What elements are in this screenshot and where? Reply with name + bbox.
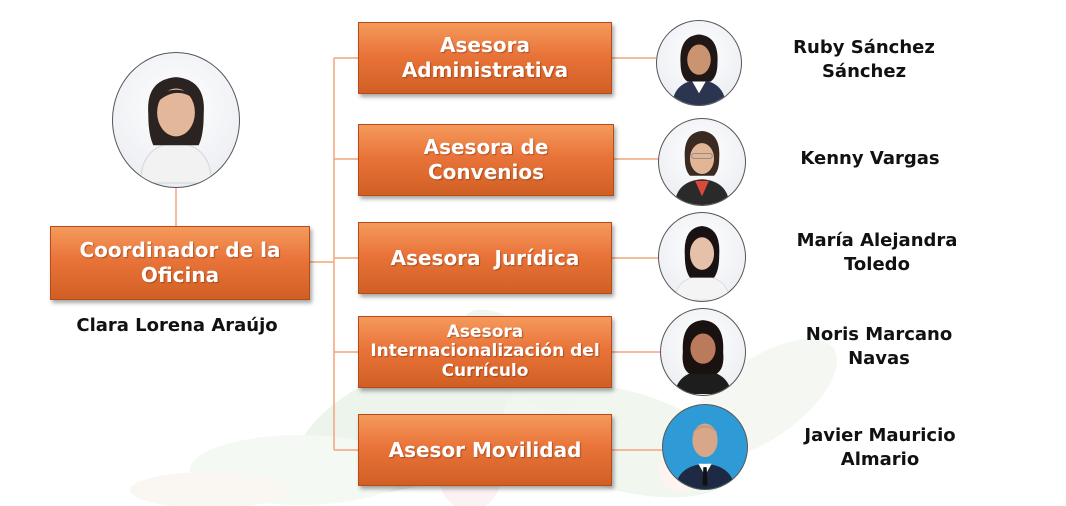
person-portrait-icon — [674, 226, 730, 301]
advisor-box-movilidad: Asesor Movilidad — [358, 414, 612, 486]
person-portrait-icon — [674, 320, 732, 394]
advisor-box-convenios: Asesora de Convenios — [358, 124, 614, 196]
advisor-photo-noris — [660, 308, 746, 396]
advisor-role: Asesora de Convenios — [423, 135, 549, 184]
advisor-name-ruby: Ruby Sánchez Sánchez — [793, 37, 935, 83]
advisor-role: Asesor Movilidad — [388, 437, 582, 462]
coordinator-photo — [112, 52, 240, 188]
advisor-photo-maria — [658, 212, 746, 302]
advisor-name-javier: Javier Mauricio Almario — [804, 425, 956, 471]
person-portrait-icon — [140, 77, 212, 184]
advisor-role: Asesora Internacionalización del Currícu… — [370, 321, 600, 381]
coordinator-name: Clara Lorena Araújo — [76, 315, 278, 336]
person-portrait-icon — [674, 423, 736, 489]
advisor-box-administrativa: Asesora Administrativa — [358, 22, 612, 94]
advisor-role: Asesora Jurídica — [390, 245, 580, 270]
advisor-name-maria: María Alejandra Toledo — [796, 230, 958, 276]
person-portrait-icon — [674, 131, 730, 205]
advisor-box-internacionalizacion: Asesora Internacionalización del Currícu… — [358, 316, 612, 388]
coordinator-box: Coordinador de la Oficina — [50, 226, 310, 300]
advisor-photo-ruby — [656, 20, 742, 106]
person-portrait-icon — [672, 34, 726, 105]
advisor-photo-javier — [662, 404, 748, 490]
advisor-name-kenny: Kenny Vargas — [800, 148, 940, 169]
coordinator-title: Coordinador de la Oficina — [79, 238, 281, 287]
advisor-box-juridica: Asesora Jurídica — [358, 222, 612, 294]
advisor-role: Asesora Administrativa — [401, 33, 569, 82]
advisor-name-noris: Noris Marcano Navas — [805, 324, 953, 370]
advisor-photo-kenny — [658, 118, 746, 206]
